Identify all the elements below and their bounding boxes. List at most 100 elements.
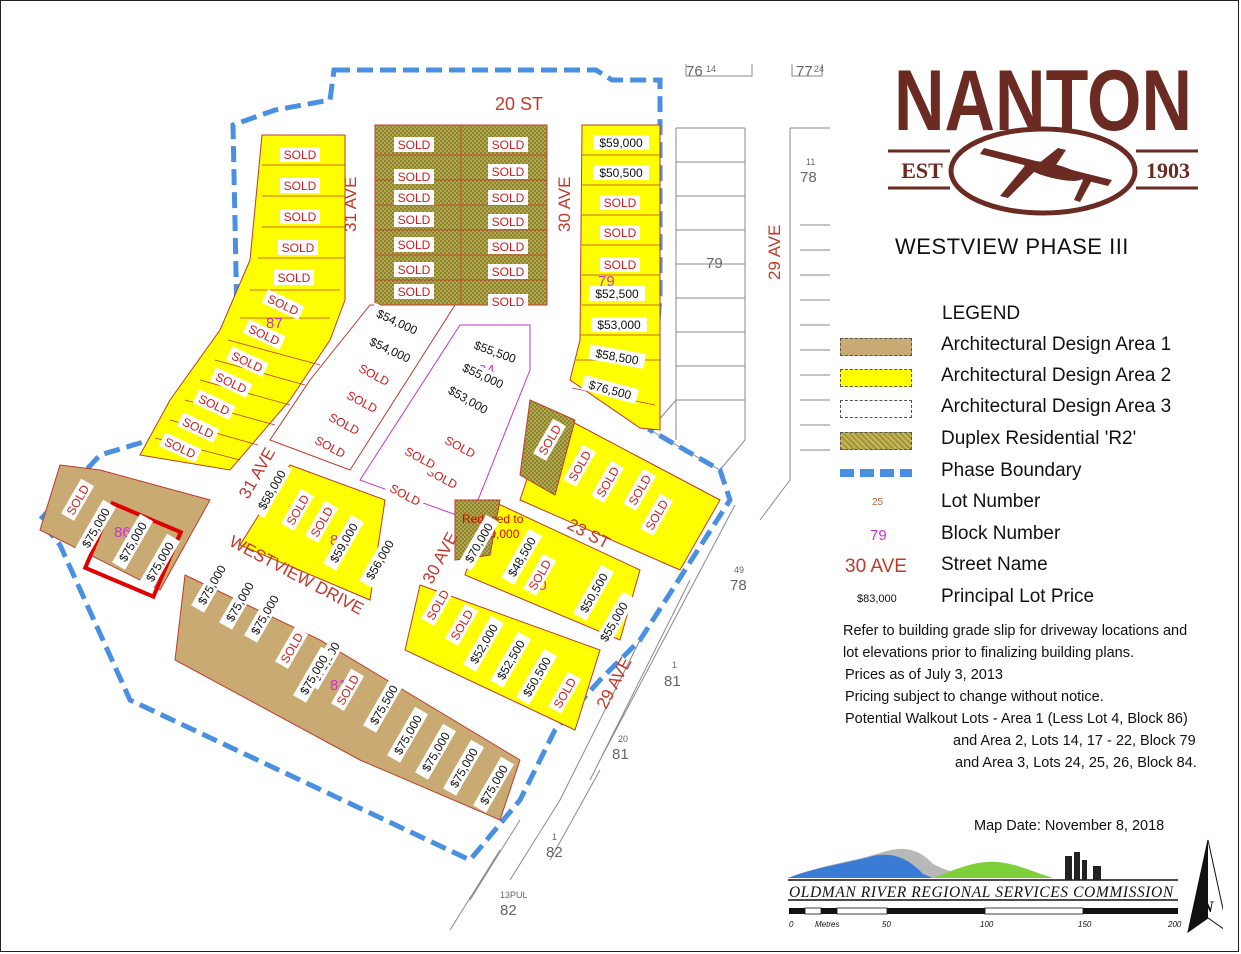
legend-item-r2: Duplex Residential 'R2' (840, 428, 1240, 454)
svg-text:79: 79 (706, 255, 723, 272)
sold-label: SOLD (604, 196, 637, 210)
block-label-86: 86 (114, 524, 131, 541)
legend-sample-street: 30 AVE (845, 556, 907, 577)
logo-ellipse (948, 126, 1138, 216)
sold-tag: SOLD (394, 262, 434, 277)
city-skyline-icon (1065, 852, 1101, 880)
sold-label: SOLD (492, 191, 525, 205)
neighbor-lots (449, 64, 830, 931)
scale-tick-0: 0 (789, 920, 794, 929)
sold-label: SOLD (282, 241, 315, 255)
sold-tag: SOLD (488, 264, 528, 279)
sold-label: SOLD (398, 191, 431, 205)
sold-label: SOLD (492, 215, 525, 229)
sold-tag: SOLD (394, 169, 434, 184)
note-line: and Area 2, Lots 14, 17 - 22, Block 79 (953, 733, 1196, 749)
sold-label: SOLD (492, 265, 525, 279)
scale-tick-150: 150 (1078, 920, 1092, 929)
block-84-west (269, 304, 456, 471)
sold-tag: SOLD (280, 178, 320, 193)
sold-label: SOLD (492, 240, 525, 254)
legend-sample-lot: 25 (872, 497, 884, 508)
sold-tag: SOLD (488, 294, 528, 309)
legend-swatch-ada3 (840, 400, 912, 418)
price-tag: $50,500 (593, 165, 649, 180)
north-label: N (1202, 899, 1214, 916)
street-20st: 20 ST (495, 94, 543, 114)
orrsc-logo (788, 839, 1223, 934)
price-label: $52,500 (595, 287, 639, 301)
legend-sample-block: 79 (870, 527, 887, 544)
block-label-87: 87 (266, 315, 283, 332)
note-line: and Area 3, Lots 24, 25, 26, Block 84. (955, 755, 1197, 771)
nanton-logo: NANTON EST 1903 (888, 53, 1198, 216)
sold-label: SOLD (398, 170, 431, 184)
sold-tag: SOLD (488, 164, 528, 179)
scale-bar (789, 907, 1178, 915)
sold-label: SOLD (278, 271, 311, 285)
legend-item-price: $83,000 Principal Lot Price (840, 586, 1240, 612)
sold-tag: SOLD (600, 257, 640, 272)
block-label-79: 79 (598, 273, 615, 290)
notes: Refer to building grade slip for drivewa… (843, 620, 1238, 774)
legend-swatch-r2 (840, 432, 912, 450)
price-tag: $53,000 (591, 317, 647, 332)
svg-text:14: 14 (706, 64, 716, 74)
price-label: $59,000 (599, 136, 643, 150)
north-arrow-icon (1187, 839, 1223, 934)
sold-tag: SOLD (488, 190, 528, 205)
sold-label: SOLD (604, 226, 637, 240)
svg-text:1: 1 (672, 660, 677, 670)
note-line: Pricing subject to change without notice… (845, 689, 1104, 705)
sold-tag: SOLD (278, 240, 318, 255)
logo-name: NANTON (894, 53, 1192, 149)
svg-text:78: 78 (730, 577, 747, 594)
price-tags: $59,000$50,500$52,500$53,000$58,500$76,5… (75, 135, 649, 813)
logo-year: 1903 (1146, 158, 1190, 183)
sold-tag: SOLD (600, 195, 640, 210)
sold-label: SOLD (398, 213, 431, 227)
sold-label: SOLD (398, 138, 431, 152)
svg-text:82: 82 (500, 902, 517, 919)
legend-sample-price: $83,000 (857, 593, 897, 605)
legend-item-block: 79 Block Number (870, 523, 1061, 544)
svg-text:24: 24 (814, 64, 824, 74)
scale-tick-100: 100 (980, 920, 994, 929)
sold-label: SOLD (284, 179, 317, 193)
sold-label: SOLD (398, 263, 431, 277)
sold-label: SOLD (492, 165, 525, 179)
svg-text:78: 78 (800, 169, 817, 186)
sold-tag: SOLD (280, 147, 320, 162)
r2-lot-lines (375, 125, 547, 305)
svg-text:49: 49 (734, 565, 744, 575)
legend-item-ada2: Architectural Design Area 2 (840, 365, 1240, 391)
neighbor-labels: 76 14 77 24 11 78 79 49 78 1 81 20 81 1 … (500, 63, 824, 919)
svg-text:82: 82 (546, 844, 563, 861)
street-31ave-north: 31 AVE (341, 177, 360, 232)
legend-item-ada1: Architectural Design Area 1 (840, 334, 1240, 360)
scale-unit: Metres (815, 920, 840, 929)
sold-tag: SOLD (488, 137, 528, 152)
legend-item-lot: 25 Lot Number (840, 491, 1240, 517)
legend-item-boundary: Phase Boundary (840, 460, 1240, 486)
sold-tag: SOLD (394, 284, 434, 299)
svg-text:1: 1 (552, 832, 557, 842)
subdivision-map: 20 ST 31 AVE 30 AVE 29 AVE 31 AVE WESTVI… (36, 63, 830, 931)
note-line: Prices as of July 3, 2013 (845, 667, 1003, 683)
airplane-icon (980, 148, 1112, 202)
scale-tick-50: 50 (882, 920, 891, 929)
legend-item-street: 30 AVE Street Name (845, 554, 1048, 577)
svg-text:81: 81 (612, 746, 629, 763)
page-subtitle: WESTVIEW PHASE III (895, 234, 1129, 259)
sold-label: SOLD (492, 295, 525, 309)
price-label: $53,000 (597, 318, 641, 332)
note-line: Potential Walkout Lots - Area 1 (Less Lo… (845, 711, 1188, 727)
legend-swatch-ada2 (840, 369, 912, 387)
price-tag: $52,500 (589, 286, 645, 301)
legend-swatch-boundary (840, 469, 912, 477)
sold-label: SOLD (284, 210, 317, 224)
svg-text:77: 77 (796, 63, 813, 80)
svg-text:11: 11 (806, 157, 815, 167)
price-label: $50,500 (599, 166, 643, 180)
